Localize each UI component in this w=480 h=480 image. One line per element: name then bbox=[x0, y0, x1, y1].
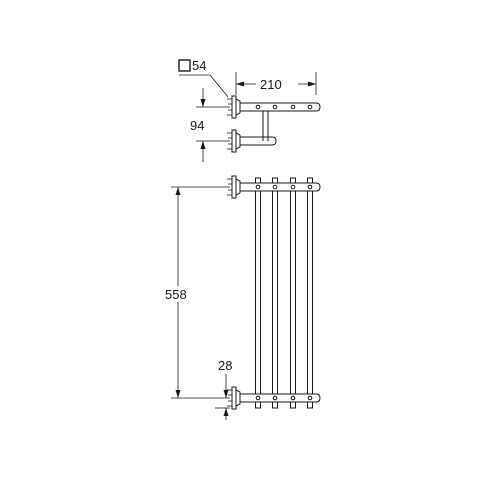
flange-thickness-label: 28 bbox=[218, 358, 232, 373]
front-view: 558 28 bbox=[164, 175, 321, 420]
towel-bars bbox=[255, 190, 313, 395]
flange-square-label: 54 bbox=[192, 58, 206, 73]
square-symbol-icon bbox=[178, 59, 191, 72]
depth-label: 210 bbox=[260, 77, 282, 92]
spacing-label: 94 bbox=[190, 118, 204, 133]
top-profile-view: 54 210 bbox=[178, 58, 321, 162]
length-label: 558 bbox=[165, 287, 187, 302]
